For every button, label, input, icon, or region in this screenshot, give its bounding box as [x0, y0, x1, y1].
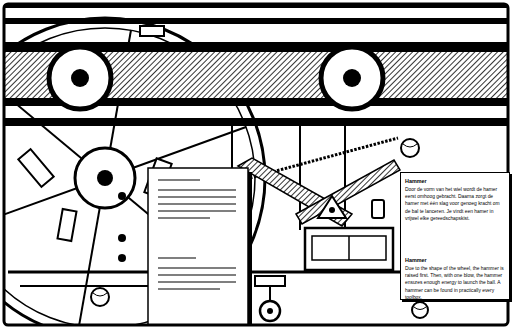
pulley [49, 47, 111, 109]
placeholder-line [158, 210, 236, 211]
placeholder-line [158, 217, 210, 218]
placeholder-lines [158, 180, 236, 289]
placeholder-line [158, 196, 236, 197]
ball [412, 302, 428, 318]
placeholder-line [158, 257, 196, 258]
table-panel [312, 236, 386, 260]
pivot [329, 207, 335, 213]
ball-seam [414, 307, 426, 310]
frame [4, 4, 508, 325]
floor-line [20, 285, 148, 287]
wheel-hub [75, 148, 135, 208]
ball [401, 139, 419, 157]
base-block [255, 276, 285, 286]
placeholder-line [158, 203, 236, 204]
placeholder-line [158, 267, 236, 268]
caster-stem [269, 286, 271, 300]
placeholder-line [158, 274, 236, 275]
panel-body: Due to the shape of the wheel, the hamme… [405, 265, 505, 301]
text-panel: HammerDoor de vorm van het wiel wordt de… [400, 172, 510, 300]
table-divider [348, 236, 350, 260]
pulley [321, 47, 383, 109]
wheel-block [58, 209, 77, 241]
rivet [118, 192, 126, 200]
fulcrum [318, 196, 346, 218]
placeholder-line [158, 189, 236, 190]
rivet [118, 234, 126, 242]
placeholder-line [158, 281, 236, 282]
bracket [140, 26, 164, 36]
pulley-axle [71, 69, 89, 87]
ball [91, 288, 109, 306]
ball-seam [93, 293, 107, 296]
cylinder [372, 200, 384, 218]
caster-wheel [260, 301, 280, 321]
panel-heading: Hammer [405, 257, 505, 264]
lever-arm [296, 160, 400, 224]
ball-seam [403, 144, 417, 147]
wheel-block [18, 149, 53, 187]
beam [4, 118, 508, 126]
panel-heading: Hammer [405, 178, 505, 185]
placeholder-line [158, 288, 220, 289]
table [305, 228, 393, 270]
top-rail [4, 18, 508, 24]
rivet [118, 254, 126, 262]
panel-body: Door de vorm van het wiel wordt de hamer… [405, 186, 505, 222]
caster-axle [267, 308, 273, 314]
hub-axle [97, 170, 113, 186]
pulley-axle [343, 69, 361, 87]
placeholder-line [158, 179, 200, 180]
blank-card [148, 168, 248, 325]
